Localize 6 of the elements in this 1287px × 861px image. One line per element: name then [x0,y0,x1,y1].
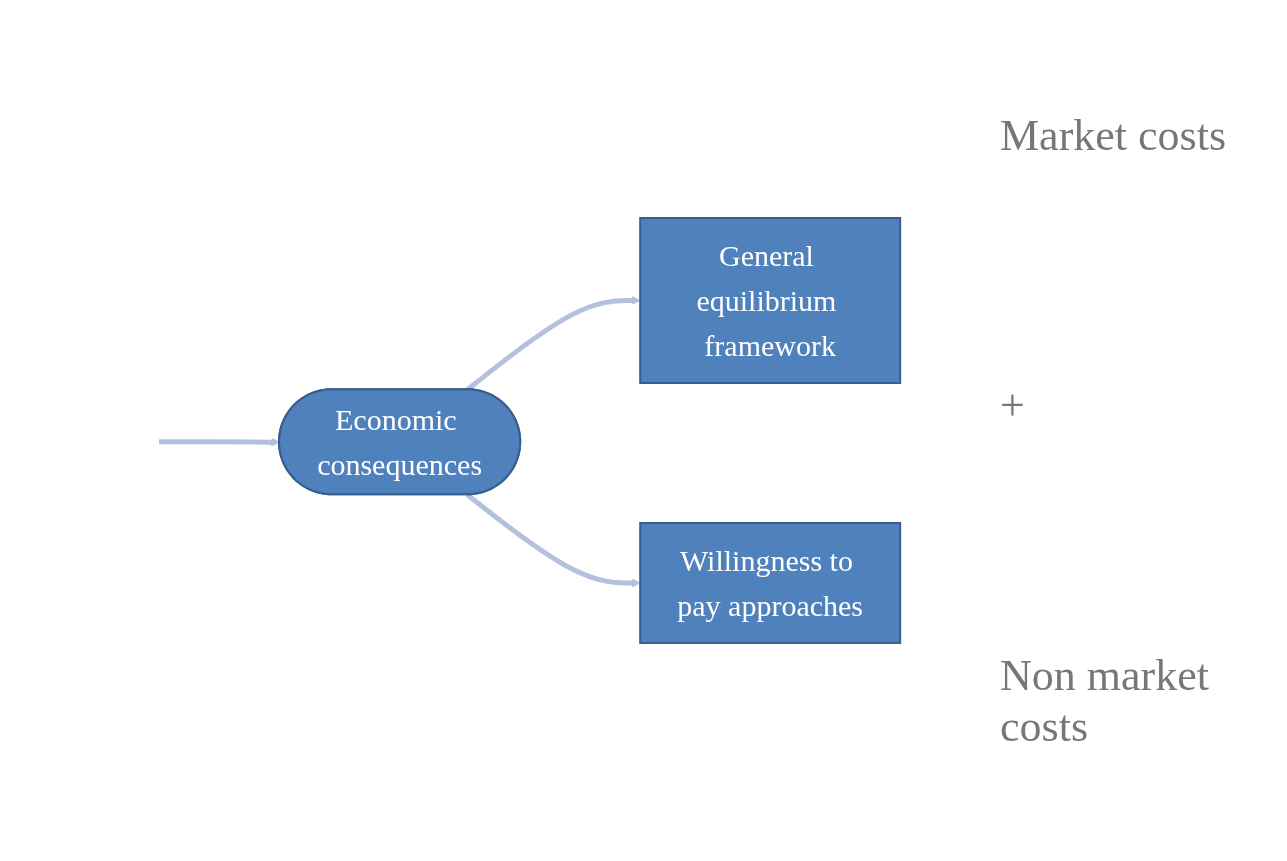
arrow [466,492,641,588]
node-box: General equilibrium framework [639,217,902,384]
node-box: Willingness to pay approaches [639,522,902,644]
side-label: Non market costs [1000,649,1210,752]
side-label: Market costs [1000,109,1227,161]
side-label: + [1000,379,1025,431]
